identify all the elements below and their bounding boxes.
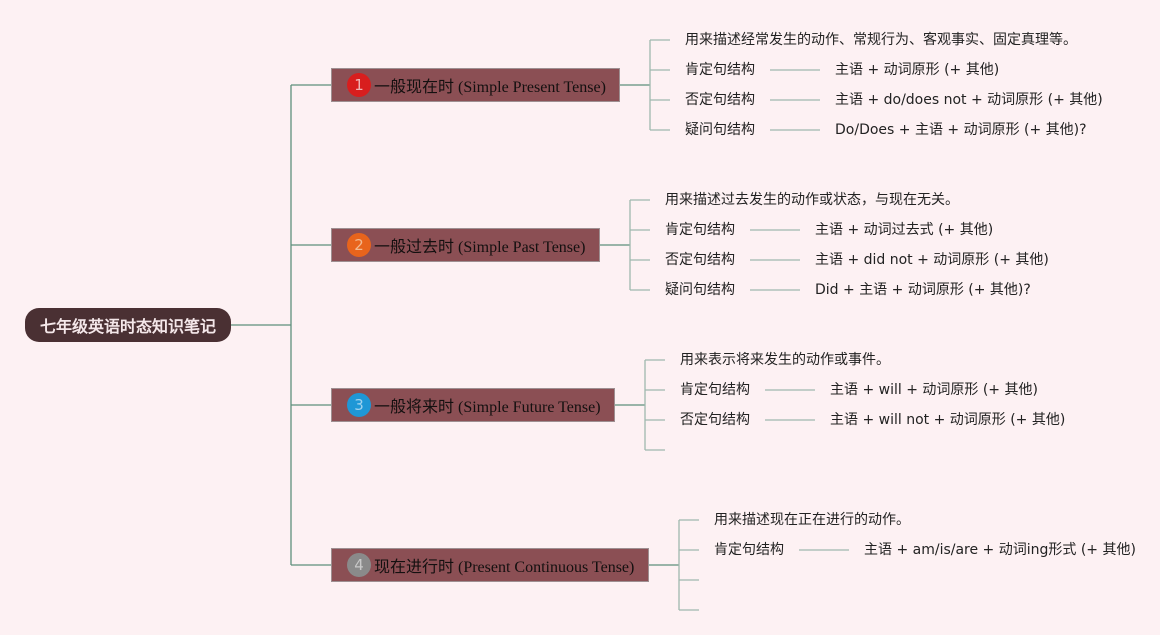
structure-label[interactable]: 否定句结构 xyxy=(665,252,735,268)
root-node[interactable]: 七年级英语时态知识笔记 xyxy=(25,308,231,342)
number-badge-icon: 2 xyxy=(347,233,371,257)
structure-value[interactable]: 主语 + 动词过去式 (+ 其他) xyxy=(815,222,994,238)
structure-value[interactable]: 主语 + did not + 动词原形 (+ 其他) xyxy=(815,252,1049,268)
branch-simple-present[interactable]: 1 一般现在时 (Simple Present Tense) xyxy=(331,68,620,102)
number-badge-icon: 1 xyxy=(347,73,371,97)
description-text[interactable]: 用来描述现在正在进行的动作。 xyxy=(714,512,910,528)
number-badge-icon: 4 xyxy=(347,553,371,577)
structure-value[interactable]: Do/Does + 主语 + 动词原形 (+ 其他)? xyxy=(835,122,1087,138)
branch-simple-future[interactable]: 3 一般将来时 (Simple Future Tense) xyxy=(331,388,615,422)
root-title: 七年级英语时态知识笔记 xyxy=(39,317,216,336)
structure-label[interactable]: 肯定句结构 xyxy=(714,542,784,558)
number-badge-icon: 3 xyxy=(347,393,371,417)
structure-value[interactable]: 主语 + 动词原形 (+ 其他) xyxy=(835,62,1000,78)
structure-label[interactable]: 疑问句结构 xyxy=(665,282,735,298)
structure-value[interactable]: Did + 主语 + 动词原形 (+ 其他)? xyxy=(815,282,1031,298)
structure-label[interactable]: 肯定句结构 xyxy=(685,62,755,78)
branch-title: 现在进行时 (Present Continuous Tense) xyxy=(374,559,635,576)
structure-value[interactable]: 主语 + will + 动词原形 (+ 其他) xyxy=(830,382,1038,398)
description-text[interactable]: 用来表示将来发生的动作或事件。 xyxy=(680,352,890,368)
branch-title: 一般过去时 (Simple Past Tense) xyxy=(374,239,586,256)
structure-label[interactable]: 疑问句结构 xyxy=(685,122,755,138)
structure-value[interactable]: 主语 + will not + 动词原形 (+ 其他) xyxy=(830,412,1066,428)
structure-label[interactable]: 肯定句结构 xyxy=(665,222,735,238)
description-text[interactable]: 用来描述经常发生的动作、常规行为、客观事实、固定真理等。 xyxy=(685,32,1077,48)
structure-value[interactable]: 主语 + am/is/are + 动词ing形式 (+ 其他) xyxy=(864,542,1136,558)
branch-title: 一般将来时 (Simple Future Tense) xyxy=(374,399,601,416)
branch-simple-past[interactable]: 2 一般过去时 (Simple Past Tense) xyxy=(331,228,600,262)
structure-value[interactable]: 主语 + do/does not + 动词原形 (+ 其他) xyxy=(835,92,1103,108)
branch-title: 一般现在时 (Simple Present Tense) xyxy=(374,79,606,96)
description-text[interactable]: 用来描述过去发生的动作或状态，与现在无关。 xyxy=(665,192,959,208)
structure-label[interactable]: 否定句结构 xyxy=(680,412,750,428)
structure-label[interactable]: 否定句结构 xyxy=(685,92,755,108)
structure-label[interactable]: 肯定句结构 xyxy=(680,382,750,398)
branch-present-continuous[interactable]: 4 现在进行时 (Present Continuous Tense) xyxy=(331,548,649,582)
